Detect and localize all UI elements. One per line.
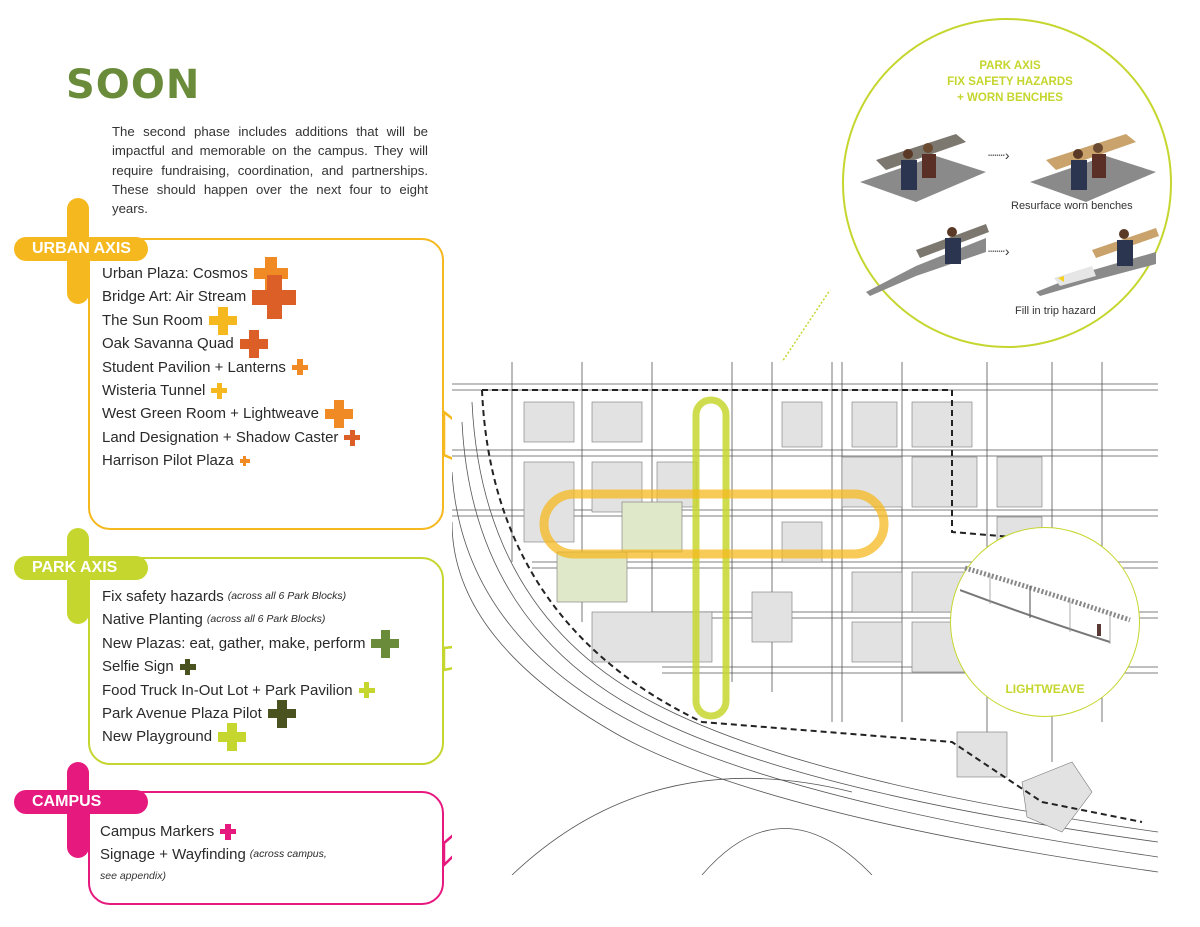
item-label: West Green Room + Lightweave	[102, 405, 319, 423]
item-label: Bridge Art: Air Stream	[102, 288, 247, 306]
item-label: Student Pavilion + Lanterns	[102, 358, 286, 376]
park-axis-item: Park Avenue Plaza Pilot	[102, 699, 399, 728]
campus-panel	[88, 791, 444, 905]
intro-paragraph: The second phase includes additions that…	[112, 124, 428, 217]
plus-marker-icon	[218, 723, 247, 752]
urban-axis-item: Land Designation + Shadow Caster	[102, 426, 361, 449]
plus-marker-icon	[239, 329, 268, 358]
plus-marker-icon	[220, 823, 237, 840]
page-title: SOON	[66, 62, 201, 108]
lightweave-callout-title: LIGHTWEAVE	[1005, 682, 1085, 696]
plus-marker-icon	[208, 306, 237, 335]
plus-marker-icon	[211, 382, 228, 399]
urban-axis-label: URBAN AXIS	[14, 237, 148, 261]
item-label: Park Avenue Plaza Pilot	[102, 705, 262, 723]
svg-text:┈┈›: ┈┈›	[988, 147, 1010, 163]
urban-axis-item: West Green Room + Lightweave	[102, 400, 360, 429]
plus-marker-icon	[291, 359, 308, 376]
caption-resurface-benches: Resurface worn benches	[1011, 200, 1133, 212]
bench-illustrations: ┈┈› ┈┈›	[860, 134, 1159, 296]
item-label: The Sun Room	[102, 311, 203, 329]
item-label: Oak Savanna Quad	[102, 335, 234, 353]
item-label: Urban Plaza: Cosmos	[102, 265, 248, 282]
item-label: Native Planting	[102, 611, 203, 629]
callout-title-line: FIX SAFETY HAZARDS	[947, 76, 1073, 88]
urban-axis-item: Wisteria Tunnel	[102, 379, 360, 402]
svg-text:┈┈›: ┈┈›	[988, 243, 1010, 259]
lightweave-illustration	[960, 565, 1131, 644]
item-label: Selfie Sign	[102, 658, 174, 676]
item-label: Campus Markers	[100, 823, 215, 840]
campus-label: CAMPUS	[14, 790, 148, 814]
map-drawing	[452, 362, 1158, 875]
item-note: (across campus,	[249, 848, 327, 861]
park-axis-item: New Playground	[102, 723, 399, 752]
park-axis-item: New Plazas: eat, gather, make, perform	[102, 629, 400, 658]
item-note: (across all 6 Park Blocks)	[227, 590, 347, 602]
plus-marker-icon	[253, 256, 288, 291]
benches-callout-title: PARK AXIS FIX SAFETY HAZARDS + WORN BENC…	[900, 58, 1120, 106]
callout-title-line: + WORN BENCHES	[957, 92, 1063, 104]
urban-axis-item: Urban Plaza: Cosmos	[102, 256, 360, 291]
item-label: New Playground	[102, 728, 213, 746]
urban-axis-item: Student Pavilion + Lanterns	[102, 356, 360, 379]
plus-marker-icon	[324, 400, 353, 429]
park-axis-label: PARK AXIS	[14, 556, 148, 580]
park-axis-panel	[88, 557, 444, 765]
campus-item: Campus Markers	[100, 820, 327, 843]
lightweave-callout	[950, 527, 1140, 717]
item-label: Land Designation + Shadow Caster	[102, 428, 339, 446]
plus-marker-icon	[239, 455, 250, 466]
park-axis-item: Native Planting(across all 6 Park Blocks…	[102, 608, 399, 631]
item-label: Signage + Wayfinding	[100, 846, 246, 864]
plus-marker-icon	[267, 699, 296, 728]
park-axis-item: Fix safety hazards(across all 6 Park Blo…	[102, 585, 399, 608]
plus-marker-icon	[179, 658, 196, 675]
caption-fill-trip-hazard: Fill in trip hazard	[1015, 305, 1096, 317]
plus-marker-icon	[344, 429, 361, 446]
urban-axis-item: The Sun Room	[102, 306, 360, 335]
plus-marker-icon	[358, 682, 375, 699]
urban-axis-item: Harrison Pilot Plaza	[102, 449, 360, 472]
campus-note-continued: see appendix)	[100, 870, 166, 882]
urban-axis-item: Bridge Art: Air Stream	[102, 275, 360, 320]
item-label: Food Truck In-Out Lot + Park Pavilion	[102, 681, 353, 699]
park-axis-item: Selfie Sign	[102, 655, 399, 678]
plus-marker-icon	[371, 629, 400, 658]
park-axis-list: Fix safety hazards(across all 6 Park Blo…	[102, 585, 400, 752]
urban-axis-item: Oak Savanna Quad	[102, 329, 360, 358]
campus-item: Signage + Wayfinding(across campus,	[100, 843, 327, 866]
callout-title-line: PARK AXIS	[979, 60, 1041, 72]
plus-marker-icon	[252, 275, 297, 320]
item-note: (across all 6 Park Blocks)	[206, 613, 326, 626]
item-label: New Plazas: eat, gather, make, perform	[102, 634, 366, 652]
park-axis-item: Food Truck In-Out Lot + Park Pavilion	[102, 679, 399, 702]
item-label: Harrison Pilot Plaza	[102, 452, 234, 470]
item-label: Wisteria Tunnel	[102, 382, 206, 400]
item-label: Fix safety hazards	[102, 588, 224, 605]
